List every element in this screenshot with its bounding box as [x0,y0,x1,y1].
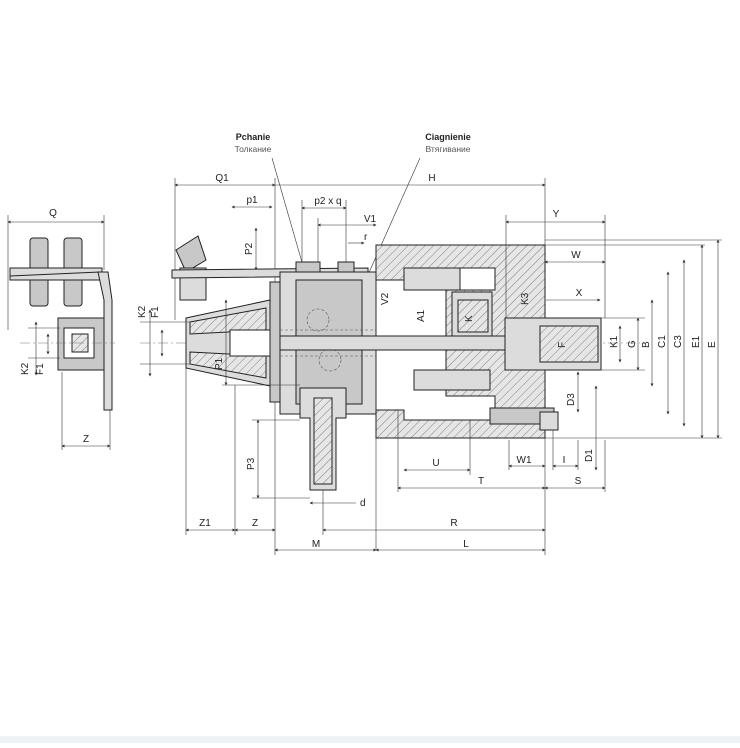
dim-k2-label: K2 [137,305,148,318]
dim-g-label: G [627,340,638,348]
main-section-view: Pchanie Толкание Ciagnienie Втягивание Q… [137,132,722,555]
dim-f-label: F [557,342,568,348]
dim-i-label: I [563,455,566,466]
dim-b-label: B [641,341,652,348]
dim-a1-label: A1 [416,309,427,322]
dim-c1-label: C1 [657,335,668,348]
pulling-title: Ciagnienie [425,132,471,142]
dim-d1-label: D1 [584,449,595,462]
side-view: Q K2 F1 Z [7,208,115,450]
dim-c3-label: C3 [673,335,684,348]
dim-r-label: r [364,232,368,243]
dim-p2xq-label: p2 x q [314,196,341,207]
dim-r-bottom-label: R [450,518,457,529]
dim-e-label: E [707,341,718,348]
bottom-strip [0,736,740,743]
dim-k2-side-label: K2 [20,362,31,375]
dim-s-label: S [575,476,582,487]
dim-v2-label: V2 [380,292,391,305]
dim-e1-label: E1 [691,335,702,348]
dim-p1-label: p1 [246,195,258,206]
dim-z-side-label: Z [83,434,89,445]
dim-d3-label: D3 [566,393,577,406]
dim-f1-label: F1 [150,306,161,318]
dim-q-label: Q [49,208,57,219]
dim-w1-label: W1 [517,455,532,466]
dim-q1-label: Q1 [215,173,229,184]
dim-k-label: K [464,315,475,322]
dim-p3-label: P3 [246,457,257,470]
dim-z1-label: Z1 [199,518,211,529]
dim-d-label: d [360,498,366,509]
dim-k3-label: K3 [520,292,531,305]
dim-p1-upper-label: P1 [214,357,225,370]
dim-m-label: M [312,539,320,550]
pulling-subtitle: Втягивание [425,144,470,154]
dim-l-label: L [463,539,469,550]
pushing-title: Pchanie [236,132,271,142]
dim-x-label: X [576,288,583,299]
dim-f1-side-label: F1 [35,363,46,375]
dim-y-label: Y [553,209,560,220]
pushing-subtitle: Толкание [235,144,272,154]
dim-p2-label: P2 [244,242,255,255]
dim-v1-label: V1 [364,214,377,225]
dim-u-label: U [432,458,439,469]
dim-h-label: H [428,173,435,184]
dim-w-label: W [571,250,581,261]
dim-k1-label: K1 [609,335,620,348]
dim-z-label: Z [252,518,258,529]
dim-t-label: T [478,476,484,487]
